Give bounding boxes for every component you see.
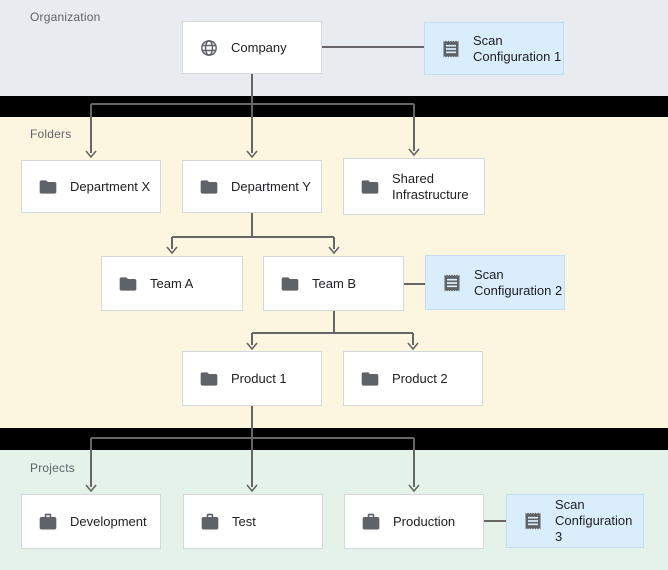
folder-icon [118,274,138,294]
node-department-x: Department X [21,160,161,213]
folder-icon [38,177,58,197]
folder-icon [199,177,219,197]
briefcase-icon [200,512,220,532]
connector-team-b-to-products [251,311,414,345]
node-product-1: Product 1 [182,351,322,406]
section-label-projects: Projects [30,461,75,475]
briefcase-icon [38,512,58,532]
node-company: Company [182,21,322,74]
node-label: Test [232,513,256,529]
node-scan-config-1: Scan Configuration 1 [424,22,564,75]
node-product-2: Product 2 [343,351,483,406]
receipt-icon [523,511,543,531]
node-label: Product 2 [392,370,448,386]
node-scan-config-2: Scan Configuration 2 [425,255,565,310]
node-label: Shared Infrastructure [392,170,469,202]
globe-icon [199,38,219,58]
node-label: Scan Configuration 1 [473,32,562,64]
connector-product-1-to-projects [90,406,415,487]
node-label: Department Y [231,178,311,194]
node-scan-config-3: Scan Configuration 3 [506,494,644,548]
arrowheads-projects-row [85,484,420,493]
folder-icon [280,274,300,294]
arrowheads-teams-row [166,246,340,255]
node-team-a: Team A [101,256,243,311]
node-label: Production [393,513,456,529]
briefcase-icon [361,512,381,532]
receipt-icon [442,273,462,293]
folder-icon [360,177,380,197]
node-label: Product 1 [231,370,287,386]
node-label: Team A [150,275,194,291]
connector-department-y-to-teams [171,213,335,249]
section-label-organization: Organization [30,10,101,24]
section-divider [0,96,668,117]
section-label-folders: Folders [30,127,72,141]
node-department-y: Department Y [182,160,322,213]
node-production: Production [344,494,484,549]
node-label: Scan Configuration 2 [474,266,563,298]
node-label: Company [231,39,287,55]
arrowheads-folders-row [85,148,420,159]
node-test: Test [183,494,323,549]
folder-icon [360,369,380,389]
receipt-icon [441,39,461,59]
node-development: Development [21,494,161,549]
node-label: Development [70,513,147,529]
folder-icon [199,369,219,389]
node-label: Scan Configuration 3 [555,497,633,544]
connector-company-to-folders [90,74,415,153]
arrowheads-products-row [246,342,419,351]
node-label: Department X [70,178,151,194]
node-shared-infrastructure: Shared Infrastructure [343,158,485,215]
node-label: Team B [312,275,357,291]
node-team-b: Team B [263,256,404,311]
